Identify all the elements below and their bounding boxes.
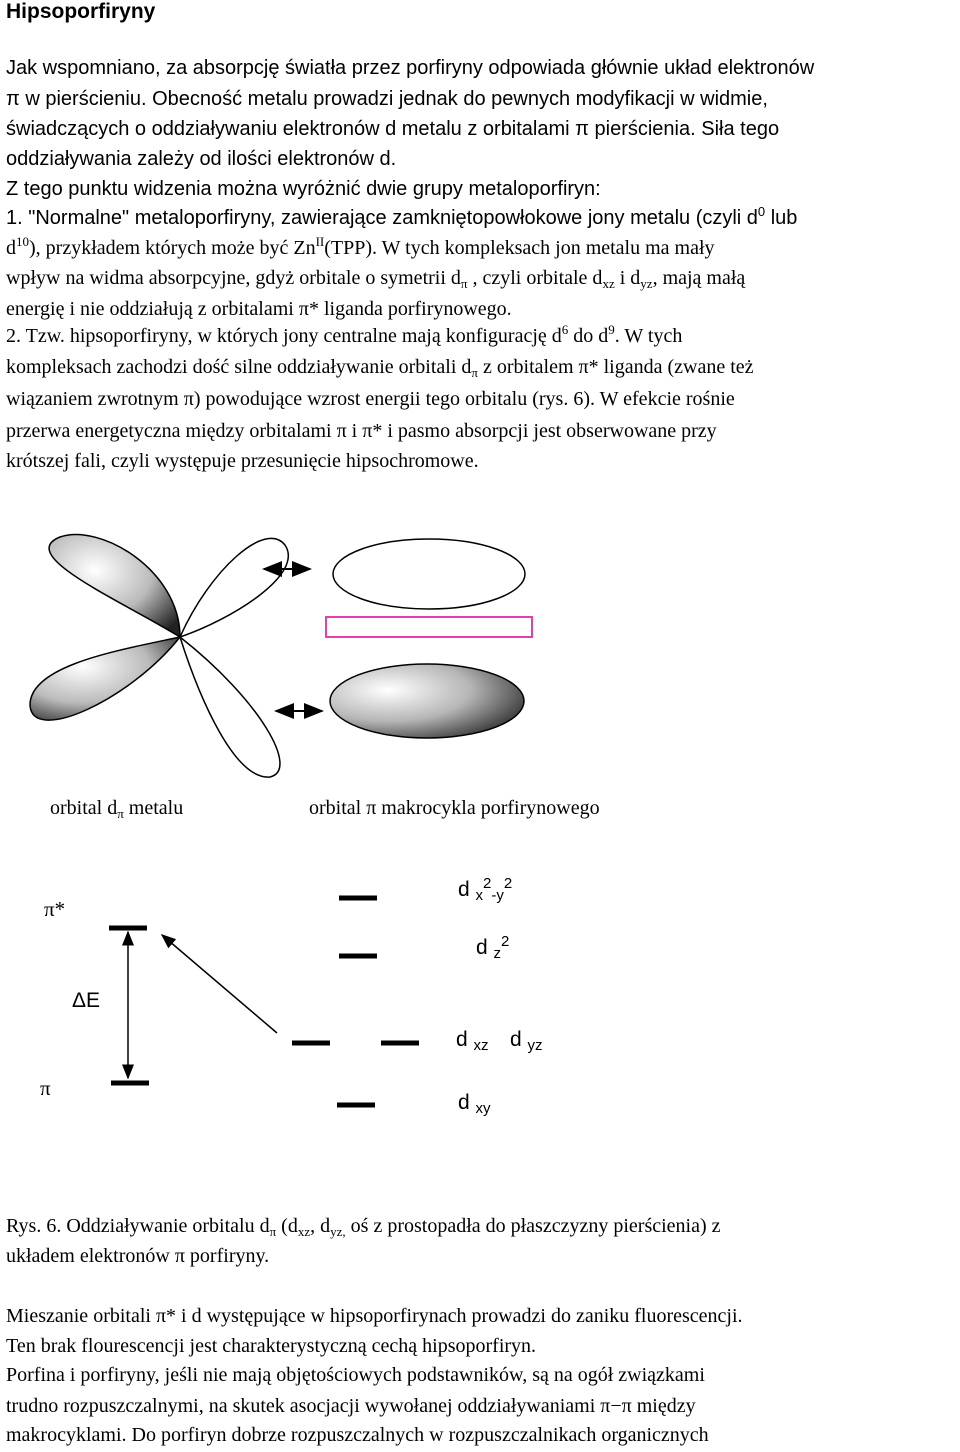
label-delta-e: ΔE: [72, 989, 101, 1012]
closing-line-1: Mieszanie orbitali π* i d występujące w …: [6, 1305, 743, 1327]
p2-line-5: krótszej fali, czyli występuje przesunię…: [6, 450, 479, 472]
label-pi-orbital: orbital π makrocykla porfirynowego: [309, 797, 600, 819]
p1-line-1: 1. "Normalne" metaloporfiryny, zawierają…: [6, 204, 798, 229]
p2-line-4: przerwa energetyczna między orbitalami π…: [6, 420, 717, 442]
p1-line-4: energię i nie oddziałują z orbitalami π*…: [6, 298, 512, 320]
intro-line-2: π w pierścieniu. Obecność metalu prowadz…: [6, 88, 768, 110]
label-pi: π: [40, 1076, 51, 1100]
label-pi-star: π*: [44, 897, 66, 921]
label-dx2y2: d x2-y2: [458, 875, 513, 904]
closing-line-4: trudno rozpuszczalnymi, na skutek asocja…: [6, 1395, 696, 1417]
caption-line-2: układem elektronów π porfiryny.: [6, 1245, 270, 1267]
label-dz2: d z2: [476, 933, 510, 962]
lobe-top: [48, 533, 181, 639]
orbital-figure: [29, 533, 533, 778]
closing-line-2: Ten brak flourescencji jest charakteryst…: [6, 1335, 537, 1357]
intro-line-5: Z tego punktu widzenia można wyróżnić dw…: [6, 178, 601, 200]
d-orbital-lobes: [29, 533, 289, 778]
pi-lobe-top: [332, 538, 526, 610]
page-title: Hipsoporfiryny: [6, 0, 156, 23]
intro-line-3: świadczących o oddziaływaniu elektronów …: [6, 118, 780, 140]
closing-line-5: makrocyklami. Do porfiryn dobrze rozpusz…: [6, 1424, 709, 1446]
lobe-left: [29, 635, 182, 721]
p2-line-1: 2. Tzw. hipsoporfiryny, w których jony c…: [6, 322, 683, 347]
label-d-orbital: orbital dπ metalu: [50, 797, 184, 821]
p2-line-2: kompleksach zachodzi dość silne oddziały…: [6, 356, 754, 380]
p1-line-2: d10), przykładem których może być ZnII(T…: [6, 234, 715, 259]
intro-line-4: oddziaływania zależy od ilości elektronó…: [6, 148, 397, 170]
interaction-arrow: [160, 934, 278, 1034]
closing-line-3: Porfina i porfiryny, jeśli nie mają obję…: [6, 1364, 705, 1386]
p2-line-3: wiązaniem zwrotnym π) powodujące wzrost …: [6, 388, 735, 410]
label-dxz: d xz: [456, 1028, 489, 1054]
caption-line-1: Rys. 6. Oddziaływanie orbitalu dπ (dxz, …: [6, 1215, 721, 1239]
energy-diagram: [109, 895, 419, 1108]
p1-line-3: wpływ na widma absorpcyjne, gdyż orbital…: [6, 267, 746, 291]
intro-line-1: Jak wspomniano, za absorpcję światła prz…: [6, 57, 815, 79]
label-dyz: d yz: [510, 1028, 543, 1054]
lobe-right: [178, 537, 289, 639]
label-dxy: d xy: [458, 1091, 491, 1117]
pi-lobe-bottom: [329, 663, 525, 739]
lobe-bottom: [178, 634, 281, 778]
porphyrin-plane: [325, 616, 533, 638]
